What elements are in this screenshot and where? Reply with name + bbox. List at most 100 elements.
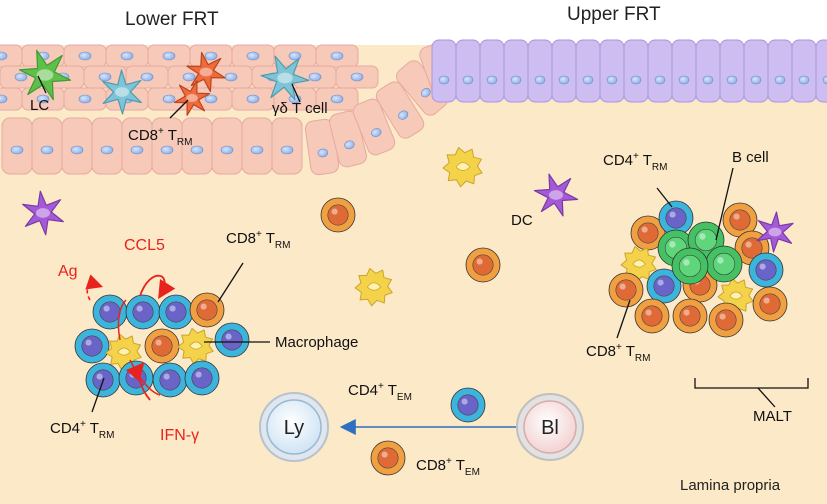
squamous-cell bbox=[315, 87, 359, 111]
columnar-epithelium bbox=[431, 39, 827, 103]
lower-frt-label: Lower FRT bbox=[125, 9, 219, 30]
lamina-propria-label: Lamina propria bbox=[680, 477, 781, 494]
cd8-trm-cell bbox=[672, 298, 708, 334]
macrophage-cell bbox=[177, 327, 214, 365]
columnar-cell bbox=[575, 39, 601, 103]
cd8-tem-cell bbox=[370, 440, 406, 476]
cd8-trm-cell bbox=[708, 302, 744, 338]
squamous-cell bbox=[231, 87, 275, 111]
columnar-cell bbox=[791, 39, 817, 103]
transition-cell bbox=[352, 98, 396, 156]
squamous-cell bbox=[231, 44, 275, 68]
ccl5-arrow bbox=[139, 274, 176, 300]
cd8-trm-cell bbox=[144, 328, 180, 364]
blood-vessel: Bl bbox=[516, 393, 584, 461]
squamous-cell bbox=[147, 44, 191, 68]
cd8-trm-epithelial-2 bbox=[173, 80, 211, 116]
squamous-cell bbox=[0, 87, 23, 111]
cd4-trm-cell bbox=[214, 322, 250, 358]
cd8-trm-cell bbox=[608, 272, 644, 308]
b-cell bbox=[705, 245, 743, 283]
cd4-trm-cell bbox=[125, 294, 161, 330]
ifng-label: IFN-γ bbox=[160, 427, 199, 444]
lumen-area bbox=[0, 0, 827, 45]
cd4-trm-cell bbox=[646, 268, 682, 304]
transition-cell bbox=[375, 81, 425, 139]
cd4-trm-cell bbox=[152, 362, 188, 398]
basal-cell bbox=[31, 117, 63, 175]
upper-frt-label: Upper FRT bbox=[567, 4, 661, 25]
cd4-trm-malt-pointer bbox=[656, 187, 673, 208]
macrophage-cell bbox=[354, 268, 393, 307]
cd4-trm-cell bbox=[158, 294, 194, 330]
columnar-cell bbox=[431, 39, 457, 103]
columnar-cell bbox=[527, 39, 553, 103]
pointer-lines bbox=[37, 75, 809, 413]
malt-pointer bbox=[757, 387, 776, 408]
b-cell bbox=[671, 247, 709, 285]
mac-ifng-line bbox=[129, 359, 161, 396]
squamous-cell bbox=[105, 44, 149, 68]
lc-pointer bbox=[37, 75, 47, 94]
columnar-cell bbox=[503, 39, 529, 103]
langerhans-cell bbox=[18, 49, 72, 101]
columnar-cell bbox=[455, 39, 481, 103]
squamous-cell bbox=[0, 44, 23, 68]
columnar-cell bbox=[647, 39, 673, 103]
basal-cell bbox=[271, 117, 303, 175]
cd8-trm-epi-label: CD8+ TRM bbox=[128, 126, 192, 148]
ag-arrow bbox=[85, 274, 104, 301]
transition-epithelium bbox=[304, 42, 459, 176]
basal-cell bbox=[61, 117, 93, 175]
cd8-trm-left-pointer bbox=[217, 262, 244, 303]
cd4-trm-cell bbox=[658, 200, 694, 236]
cd4-trm-cell bbox=[92, 294, 128, 330]
basal-cell bbox=[211, 117, 243, 175]
ly-label: Ly bbox=[284, 417, 304, 439]
columnar-cell bbox=[479, 39, 505, 103]
columnar-cell bbox=[767, 39, 793, 103]
columnar-cell bbox=[671, 39, 697, 103]
bcell-pointer bbox=[715, 167, 734, 241]
cd4-trm-cell bbox=[748, 252, 784, 288]
gd-pointer bbox=[291, 83, 301, 103]
cd4-trm-left-label: CD4+ TRM bbox=[50, 419, 114, 441]
gd-t-cell bbox=[260, 55, 310, 101]
gd-tcell-label: γδ T cell bbox=[272, 100, 328, 117]
basal-cell bbox=[151, 117, 183, 175]
dendritic-cell-left bbox=[22, 190, 64, 236]
cd8-trm-cell bbox=[722, 202, 758, 238]
ifng-arrow bbox=[125, 362, 151, 401]
bcell-label: B cell bbox=[732, 149, 769, 166]
dendritic-cell-malt bbox=[756, 211, 794, 253]
malt-label: MALT bbox=[753, 408, 792, 425]
columnar-cell bbox=[743, 39, 769, 103]
cd8-tem-label: CD8+ TEM bbox=[416, 456, 480, 478]
cd4-ccl5-line bbox=[117, 299, 127, 341]
gd-t-cell-left bbox=[102, 69, 142, 115]
squamous-cell bbox=[209, 65, 253, 89]
lymph-vessel: Ly bbox=[259, 392, 329, 462]
cd4-trm-left-pointer bbox=[91, 377, 105, 413]
cd8-trm-malt-label: CD8+ TRM bbox=[586, 342, 650, 364]
cd8-trm-cell bbox=[465, 247, 501, 283]
basal-cell bbox=[91, 117, 123, 175]
macrophage-cell bbox=[442, 147, 483, 188]
cd8-epi-pointer bbox=[169, 99, 189, 119]
columnar-cell bbox=[815, 39, 827, 103]
dc-label: DC bbox=[511, 212, 533, 229]
squamous-cell bbox=[335, 65, 379, 89]
cd8-trm-malt-pointer bbox=[616, 299, 631, 339]
cd4-tem-label: CD4+ TEM bbox=[348, 381, 412, 403]
cd8-trm-cell bbox=[189, 292, 225, 328]
columnar-cell bbox=[695, 39, 721, 103]
ccl5-label: CCL5 bbox=[124, 237, 165, 254]
cd8-trm-cell bbox=[630, 215, 666, 251]
cd4-tem-cell bbox=[450, 387, 486, 423]
lc-label: LC bbox=[30, 97, 49, 114]
columnar-cell bbox=[551, 39, 577, 103]
red-arrows bbox=[85, 274, 176, 401]
ag-label: Ag bbox=[58, 263, 78, 280]
